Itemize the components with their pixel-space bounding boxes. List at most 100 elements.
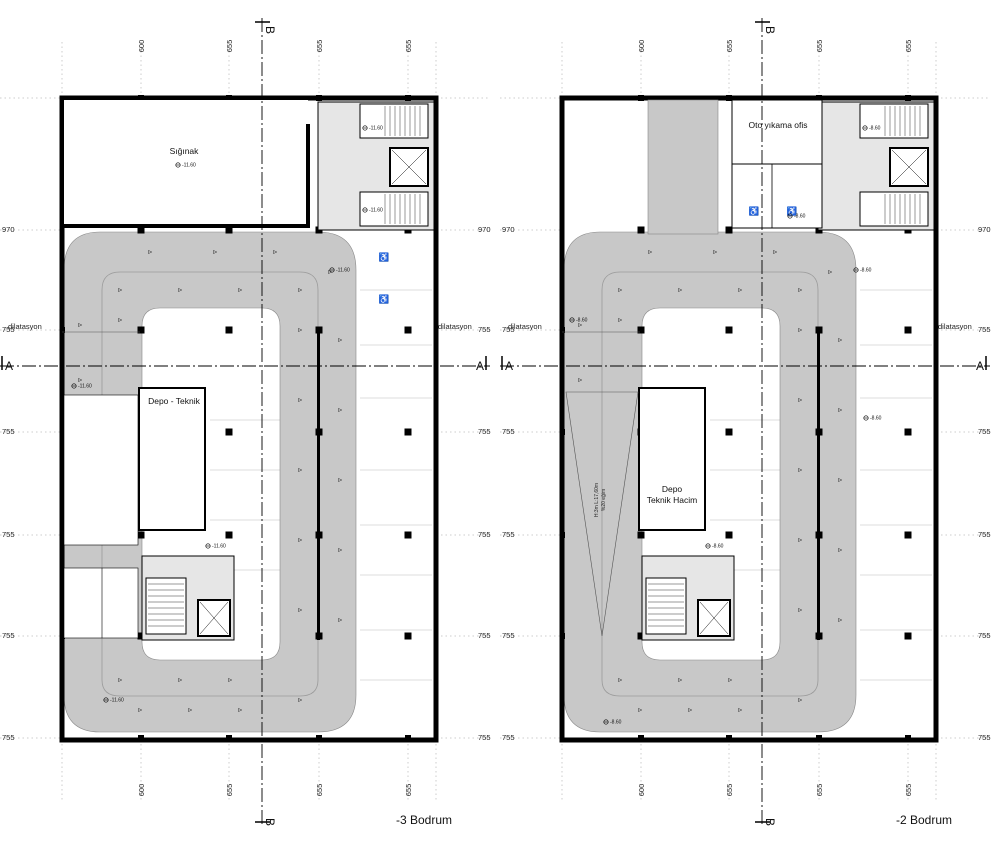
perimeter-column [905, 735, 911, 741]
direction-arrow [148, 250, 153, 254]
room-label-oto-yikama-ofis: Oto yıkama ofis [748, 120, 807, 130]
section-label-a-left: A [505, 359, 513, 373]
direction-arrow [118, 318, 123, 322]
direction-arrow [298, 608, 303, 612]
structural-column [225, 226, 233, 234]
structural-column [225, 531, 233, 539]
structural-column [404, 326, 412, 334]
stair-flight [859, 103, 929, 139]
direction-arrow [638, 708, 643, 712]
entry-ramp [647, 99, 719, 235]
stair-flight [859, 191, 929, 227]
dimension-left: 755 [502, 733, 515, 742]
accessible-wc-icon: ♿ [749, 206, 760, 216]
direction-arrow [298, 288, 303, 292]
structural-column [137, 632, 145, 640]
direction-arrow [798, 608, 803, 612]
perimeter-column [905, 95, 911, 101]
direction-arrow [648, 250, 653, 254]
section-label-a-right: A [976, 359, 984, 373]
direction-arrow [688, 708, 693, 712]
perimeter-column [316, 735, 322, 741]
dimension-left: 970 [502, 225, 515, 234]
dimension-right: 755 [978, 325, 991, 334]
perimeter-column [60, 633, 65, 639]
dimension-left: 755 [502, 427, 515, 436]
direction-arrow [178, 288, 183, 292]
direction-arrow [618, 288, 623, 292]
slope-ramp [565, 391, 639, 637]
dimension-top: 655 [315, 40, 324, 53]
perimeter-column [638, 735, 644, 741]
direction-arrow [118, 678, 123, 682]
direction-arrow [338, 478, 343, 482]
direction-arrow [298, 468, 303, 472]
level-value: -8.60 [794, 214, 806, 220]
room-label-depo-teknik: Depo - Teknik [148, 396, 201, 406]
elevator-cross [699, 601, 729, 635]
structural-column [725, 531, 733, 539]
perimeter-column [405, 735, 411, 741]
direction-arrow [228, 678, 233, 682]
direction-arrow [798, 398, 803, 402]
level-value: -8.60 [870, 416, 882, 422]
dimension-top: 600 [637, 40, 646, 53]
direction-arrow [188, 708, 193, 712]
section-label-b-bottom: B [763, 818, 777, 826]
dimension-top: 655 [904, 40, 913, 53]
dimension-left: 755 [2, 631, 15, 640]
perimeter-column [560, 327, 565, 333]
level-value: -8.60 [712, 544, 724, 550]
dimension-right: 755 [478, 530, 491, 539]
level-value: -11.60 [110, 698, 124, 704]
direction-arrow [618, 318, 623, 322]
dimension-right: 755 [978, 733, 991, 742]
perimeter-column [138, 95, 144, 101]
direction-arrow [138, 708, 143, 712]
dimension-right: 755 [978, 427, 991, 436]
structural-column [137, 531, 145, 539]
level-value: -11.60 [336, 268, 350, 274]
dimension-left: 755 [2, 530, 15, 539]
direction-arrow [678, 678, 683, 682]
dimension-bottom: 600 [637, 784, 646, 797]
perimeter-column [226, 95, 232, 101]
room-label-teknik-hacim: Teknik Hacim [647, 495, 698, 505]
section-label-b-top: B [263, 26, 277, 34]
direction-arrow [578, 378, 583, 382]
side-room [63, 567, 139, 639]
dimension-right: 755 [978, 631, 991, 640]
dimension-top: 600 [137, 40, 146, 53]
perimeter-column [226, 735, 232, 741]
direction-arrow [338, 618, 343, 622]
dimension-top: 655 [815, 40, 824, 53]
room-label-depo: Depo [662, 484, 683, 494]
structural-column [404, 632, 412, 640]
direction-arrow [798, 288, 803, 292]
dilatation-label-left: dilatasyon [508, 322, 542, 331]
structural-column [637, 326, 645, 334]
dimension-bottom: 655 [404, 784, 413, 797]
structural-column [725, 428, 733, 436]
dimension-right: 755 [478, 325, 491, 334]
level-value: -8.60 [610, 720, 622, 726]
direction-arrow [338, 548, 343, 552]
ramp-length: H:3m L:17,60m [594, 483, 600, 517]
ramp-divider [817, 330, 820, 640]
dimension-left: 755 [2, 733, 15, 742]
perimeter-column [138, 735, 144, 741]
level-value: -8.60 [576, 318, 588, 324]
elevator-cross [199, 601, 229, 635]
perimeter-column [560, 633, 565, 639]
direction-arrow [798, 698, 803, 702]
dimension-left: 755 [502, 631, 515, 640]
shelter-wall [62, 224, 308, 228]
dimension-top: 655 [225, 40, 234, 53]
direction-arrow [238, 708, 243, 712]
direction-arrow [213, 250, 218, 254]
dimension-right: 755 [478, 733, 491, 742]
perimeter-column [405, 95, 411, 101]
plan-title: -3 Bodrum [396, 813, 452, 827]
